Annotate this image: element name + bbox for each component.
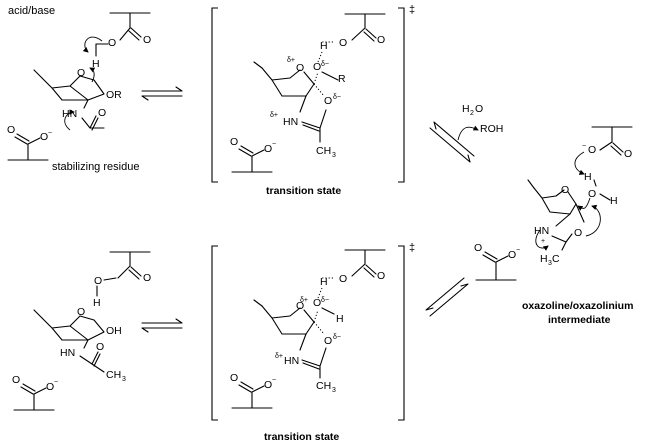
svg-text:δ−: δ−: [333, 94, 341, 101]
svg-text:3: 3: [332, 387, 336, 394]
svg-text:O: O: [475, 103, 483, 115]
svg-text:CH: CH: [316, 380, 331, 392]
bracket-left-top: [211, 7, 218, 183]
svg-text:+: +: [541, 238, 545, 245]
acid-carbonyl-O: O: [143, 34, 151, 46]
product-bottom-left: O O H O OH HN O CH 3 O − O: [12, 251, 151, 411]
svg-text:H: H: [540, 253, 548, 265]
svg-text:O: O: [12, 374, 20, 386]
svg-text:O: O: [561, 184, 569, 196]
svg-text:δ−: δ−: [321, 297, 329, 304]
water-label: H: [462, 103, 470, 115]
svg-text:HN: HN: [534, 225, 549, 237]
svg-text:H: H: [584, 171, 592, 183]
svg-text:−: −: [582, 143, 586, 150]
svg-text:HN: HN: [284, 355, 299, 367]
product-OH: OH: [106, 325, 122, 337]
svg-text:3: 3: [332, 152, 336, 159]
svg-text:O: O: [474, 242, 482, 254]
bracket-right-bottom: [398, 245, 405, 421]
svg-text:O: O: [339, 273, 347, 285]
svg-text:O: O: [264, 379, 272, 391]
stabilizing-residue-label: stabilizing residue: [52, 161, 139, 173]
svg-text:O: O: [339, 37, 347, 49]
carboxylate-O: O: [40, 131, 48, 143]
svg-text:O: O: [264, 143, 272, 155]
equilibrium-arrow-4: [141, 318, 183, 333]
ts-H: H: [320, 40, 328, 52]
svg-text:δ+: δ+: [300, 297, 308, 304]
svg-text:H: H: [93, 297, 101, 309]
svg-text:−: −: [272, 377, 276, 384]
svg-text:O: O: [624, 148, 632, 160]
transition-state-label-top: transition state: [266, 185, 341, 197]
svg-text:O: O: [96, 341, 104, 353]
double-dagger-bottom: ‡: [409, 242, 415, 254]
water-O-intermediate: O: [588, 188, 596, 200]
svg-text:O: O: [324, 335, 332, 347]
svg-text:O: O: [313, 297, 321, 309]
carboxylate-carbonyl-O: O: [7, 124, 15, 136]
acid-O: O: [108, 37, 116, 49]
svg-text:O: O: [77, 306, 85, 318]
svg-text:2: 2: [470, 110, 474, 117]
equilibrium-arrow-3: [425, 277, 469, 317]
ring-O: O: [77, 67, 85, 79]
intermediate-label-line1: oxazoline/oxazolinium: [522, 300, 633, 312]
svg-text:−: −: [54, 379, 58, 386]
amide-O: O: [98, 107, 106, 119]
transition-state-label-bottom: transition state: [264, 431, 339, 443]
svg-text:O: O: [94, 275, 102, 287]
svg-text:O: O: [377, 270, 385, 282]
svg-text:C: C: [552, 253, 560, 265]
ts-leaving-O: O: [313, 61, 321, 73]
svg-text:O: O: [143, 272, 151, 284]
svg-text:3: 3: [548, 260, 552, 267]
svg-text:−: −: [272, 141, 276, 148]
svg-text:O: O: [230, 372, 238, 384]
svg-text:−: −: [516, 247, 520, 254]
intermediate-label-line2: intermediate: [548, 314, 611, 326]
bracket-right-top: [398, 7, 405, 183]
svg-text:CH: CH: [316, 145, 331, 157]
glycosidic-OR: OR: [106, 89, 122, 101]
acid-base-label: acid/base: [8, 5, 55, 17]
svg-text:O: O: [296, 62, 304, 74]
equilibrium-arrow-2: H 2 O ROH: [429, 103, 503, 163]
svg-text:δ+: δ+: [275, 353, 283, 360]
transition-state-top: ‡ O O H O δ− R O δ+ O δ− δ+ HN CH 3 O − …: [211, 4, 415, 197]
amide-HN: HN: [62, 108, 77, 120]
svg-text:O: O: [574, 227, 582, 239]
svg-text:O: O: [588, 144, 596, 156]
transition-state-bottom: ‡ O O H O δ− H δ+ O O δ− δ+ HN CH 3 O − …: [211, 242, 415, 443]
svg-text:R: R: [338, 73, 346, 85]
svg-text:H: H: [610, 195, 618, 207]
ts-oxazoline-O: O: [324, 95, 332, 107]
double-dagger-top: ‡: [409, 4, 415, 16]
svg-text:HN: HN: [60, 347, 75, 359]
svg-text:HN: HN: [283, 116, 298, 128]
svg-text:3: 3: [122, 376, 126, 383]
svg-text:δ+: δ+: [270, 112, 278, 119]
bracket-left-bottom: [211, 245, 218, 421]
svg-text:H: H: [320, 276, 328, 288]
svg-text:−: −: [48, 130, 52, 137]
svg-text:δ+: δ+: [287, 57, 295, 64]
acid-H: H: [92, 58, 100, 70]
svg-text:CH: CH: [106, 369, 121, 381]
svg-text:δ−: δ−: [321, 61, 329, 68]
oxazoline-intermediate: O − O H O H O O HN + H 3 C O − O oxazoli…: [474, 126, 633, 326]
svg-text:O: O: [508, 249, 516, 261]
svg-text:O: O: [296, 300, 304, 312]
svg-text:δ−: δ−: [333, 334, 341, 341]
svg-text:H: H: [336, 313, 344, 325]
svg-text:O: O: [230, 136, 238, 148]
alcohol-label: ROH: [480, 123, 503, 135]
substrate-top-left: acid/base O O H O OR HN O O − O stabiliz…: [7, 5, 151, 173]
svg-text:O: O: [46, 381, 54, 393]
svg-text:O: O: [377, 34, 385, 46]
equilibrium-arrow-1: [141, 86, 183, 101]
